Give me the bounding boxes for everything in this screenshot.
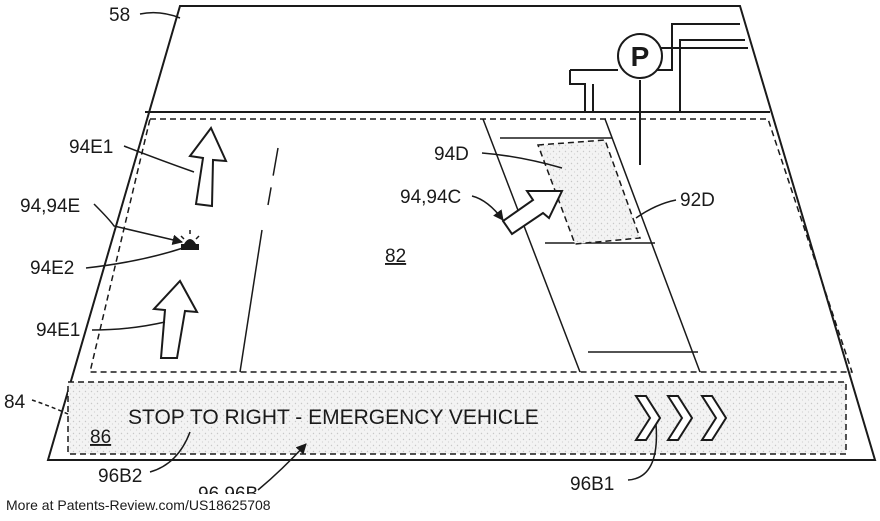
label-road-area: 82 xyxy=(385,246,406,267)
parking-building xyxy=(569,23,748,165)
chevron-icon xyxy=(700,395,728,441)
label-chevrons-ref: 96B1 xyxy=(570,474,614,495)
label-parking-lot: 92D xyxy=(680,190,715,211)
label-nav-arrow-upper: 94E1 xyxy=(69,137,113,158)
footer-watermark: More at Patents-Review.com/US18625708 xyxy=(6,497,271,513)
direction-chevrons xyxy=(634,395,728,441)
leader-lines xyxy=(31,11,677,491)
label-turn-arrow: 94,94C xyxy=(400,187,461,208)
nav-arrow-upper xyxy=(188,126,228,208)
label-parking-target: 94D xyxy=(434,144,469,165)
chevron-icon xyxy=(634,395,662,441)
windshield xyxy=(46,5,877,461)
label-nav-arrow-lower: 94E1 xyxy=(36,320,80,341)
label-message-text-ref: 96B2 xyxy=(98,466,142,487)
road-display-region xyxy=(89,118,854,373)
label-windshield: 58 xyxy=(109,5,130,26)
label-display-area: 84 xyxy=(4,392,26,413)
parking-sign-glyph: P xyxy=(631,41,650,72)
message-text: STOP TO RIGHT - EMERGENCY VEHICLE xyxy=(128,406,539,429)
parking-target-zone xyxy=(536,139,642,245)
label-message-region: 86 xyxy=(90,427,111,448)
label-emergency-icon: 94E2 xyxy=(30,258,74,279)
emergency-icon xyxy=(180,230,200,250)
label-emergency-group: 94,94E xyxy=(20,196,80,217)
turn-arrow xyxy=(501,190,564,236)
chevron-icon xyxy=(666,395,694,441)
parking-sign: P xyxy=(617,33,663,79)
nav-arrow-lower xyxy=(151,279,199,359)
road-lane-lines xyxy=(239,118,701,373)
